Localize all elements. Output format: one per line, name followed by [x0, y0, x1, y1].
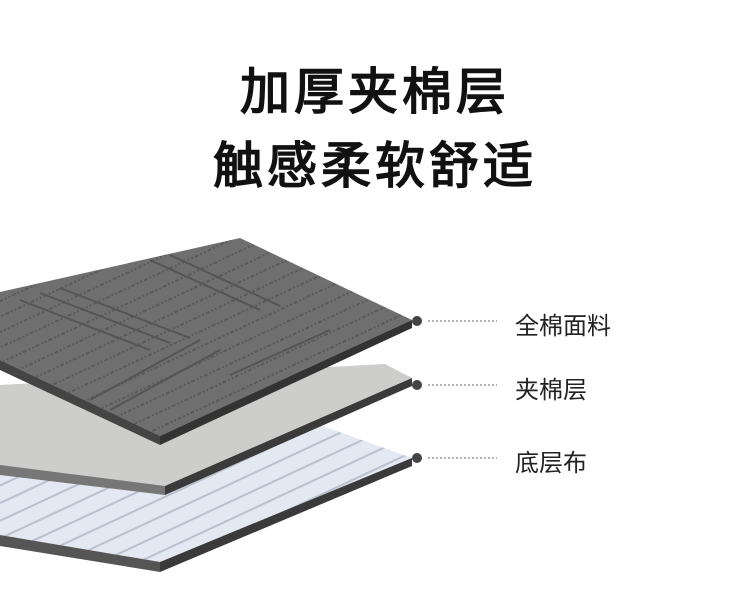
layer-label-bottom: 底层布 [515, 449, 587, 477]
pointer-middle [412, 380, 497, 390]
headline-line-1: 加厚夹棉层 [240, 63, 510, 121]
cotton-top-layer [0, 238, 412, 445]
headline-line-2: 触感柔软舒适 [213, 137, 537, 195]
pointer-bottom [412, 453, 497, 463]
pointer-top [412, 316, 497, 326]
layer-label-top: 全棉面料 [515, 312, 611, 340]
layer-label-middle: 夹棉层 [515, 376, 587, 404]
